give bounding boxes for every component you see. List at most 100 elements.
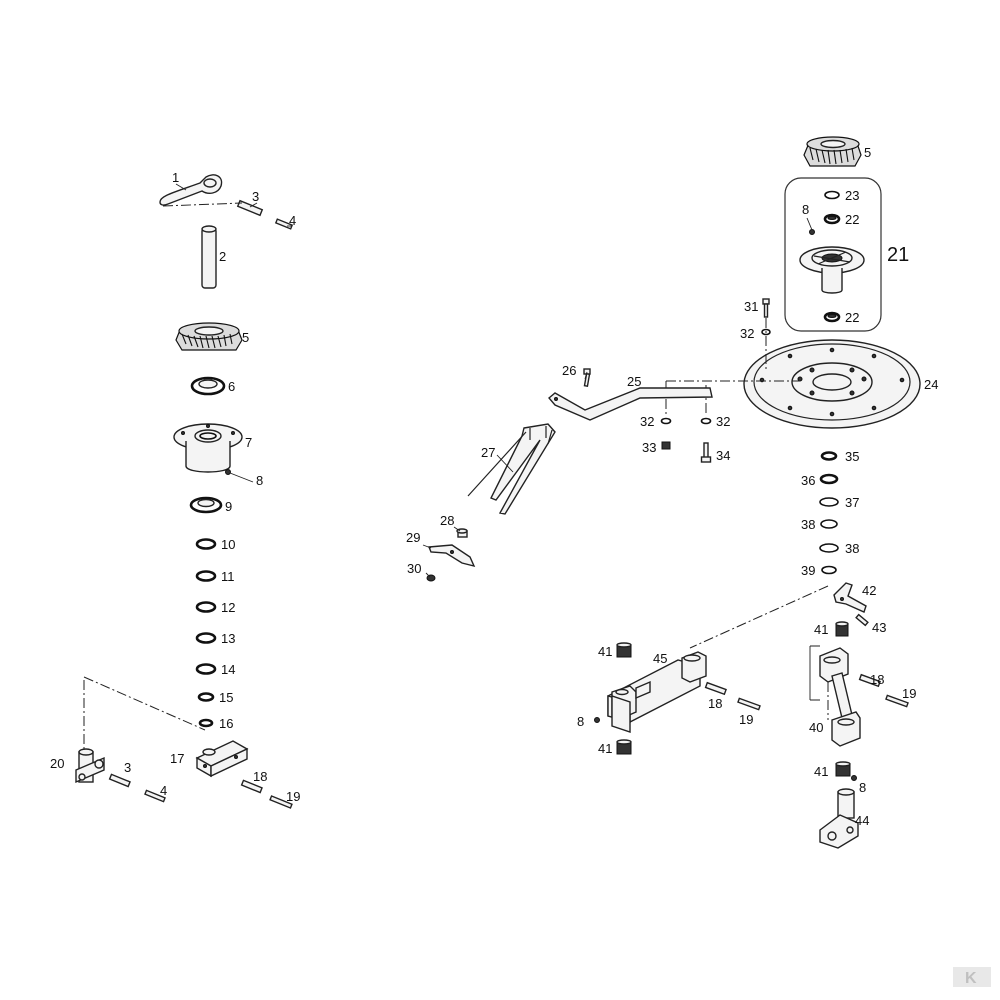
callout-1: 1	[172, 170, 179, 185]
part-9-bearing	[189, 496, 223, 514]
part-10-ring	[195, 538, 217, 550]
part-37-ring	[819, 497, 839, 507]
callout-44: 44	[855, 813, 869, 828]
part-14-ring	[195, 663, 217, 675]
part-32-washer-b	[660, 417, 672, 425]
callout-3-bottom: 3	[124, 760, 131, 775]
callout-23: 23	[845, 188, 859, 203]
part-26-bolt	[583, 368, 591, 387]
callout-5: 5	[242, 330, 249, 345]
part-20-yoke	[75, 748, 105, 784]
callout-38-a: 38	[801, 517, 815, 532]
part-43-pin	[855, 613, 869, 627]
callout-19-right: 19	[902, 686, 916, 701]
part-32-washer-a	[761, 328, 771, 336]
callout-16: 16	[219, 716, 233, 731]
callout-29: 29	[406, 530, 420, 545]
assembly-line-to-45	[689, 585, 829, 649]
callout-6: 6	[228, 379, 235, 394]
callout-18-mid: 18	[708, 696, 722, 711]
callout-14: 14	[221, 662, 235, 677]
part-27-tines	[467, 423, 556, 515]
part-45-beam	[607, 651, 707, 733]
part-1-crank-lever	[159, 174, 223, 206]
part-22-bearing-bottom	[823, 311, 841, 323]
part-5-bevel-gear-right	[803, 136, 862, 167]
part-8-grease-nipple-45	[594, 717, 600, 723]
callout-8: 8	[256, 473, 263, 488]
callout-22-bottom: 22	[845, 310, 859, 325]
part-11-ring	[195, 570, 217, 582]
part-41-bush-a	[835, 621, 849, 637]
part-41-bush-d	[835, 761, 851, 777]
part-21-hub	[799, 246, 865, 294]
callout-18-right: 18	[870, 672, 884, 687]
svg-text:K: K	[965, 970, 977, 987]
part-36-ring	[819, 473, 839, 485]
callout-37: 37	[845, 495, 859, 510]
callout-32-c: 32	[716, 414, 730, 429]
callout-19-mid: 19	[739, 712, 753, 727]
part-3-pin-bottom	[108, 773, 131, 788]
callout-20: 20	[50, 756, 64, 771]
callout-41-c: 41	[598, 741, 612, 756]
assembly-line-left-c	[162, 202, 243, 207]
callout-33: 33	[642, 440, 656, 455]
part-42-bracket	[833, 582, 867, 613]
part-4-pin-bottom	[144, 789, 166, 803]
part-41-bush-b	[616, 642, 632, 658]
part-22-bearing-top	[823, 213, 841, 225]
part-41-bush-c	[616, 739, 632, 755]
part-40-bracket-assembly	[809, 645, 861, 747]
part-12-ring	[195, 601, 217, 613]
part-33-nut	[661, 441, 671, 450]
callout-30: 30	[407, 561, 421, 576]
callout-10: 10	[221, 537, 235, 552]
callout-31: 31	[744, 299, 758, 314]
callout-15: 15	[219, 690, 233, 705]
callout-4-bottom: 4	[160, 783, 167, 798]
part-31-bolt	[762, 298, 770, 318]
callout-40: 40	[809, 720, 823, 735]
brand-logo: K	[953, 967, 991, 987]
callout-38-b: 38	[845, 541, 859, 556]
part-28-nut	[456, 528, 468, 538]
callout-8-45: 8	[577, 714, 584, 729]
callout-42: 42	[862, 583, 876, 598]
callout-34: 34	[716, 448, 730, 463]
callout-8-44: 8	[859, 780, 866, 795]
callout-7: 7	[245, 435, 252, 450]
part-17-block	[195, 740, 249, 778]
callout-13: 13	[221, 631, 235, 646]
part-38-ring-a	[820, 519, 838, 529]
callout-41-a: 41	[814, 622, 828, 637]
part-8-grease-nipple-left	[225, 469, 231, 475]
part-39-ring	[821, 565, 837, 575]
callout-32-b: 32	[640, 414, 654, 429]
callout-36: 36	[801, 473, 815, 488]
callout-39: 39	[801, 563, 815, 578]
part-16-ring	[198, 718, 214, 728]
callout-11: 11	[221, 569, 235, 584]
callout-28: 28	[440, 513, 454, 528]
part-7-housing	[173, 423, 243, 473]
callout-21: 21	[887, 244, 909, 266]
part-6-seal	[190, 376, 226, 396]
callout-26: 26	[562, 363, 576, 378]
part-34-bolt	[700, 442, 712, 463]
callout-35: 35	[845, 449, 859, 464]
part-5-bevel-gear-left	[175, 322, 243, 351]
part-29-clip	[427, 544, 476, 568]
right-assembly	[426, 136, 921, 849]
part-35-ring	[820, 451, 838, 461]
callout-2: 2	[219, 249, 226, 264]
callout-24: 24	[924, 377, 938, 392]
callout-18: 18	[253, 769, 267, 784]
group-21-box	[784, 177, 882, 332]
part-19-pin-left	[269, 795, 293, 809]
part-13-ring	[195, 632, 217, 644]
callout-labels: 1 2 3 4 5 6 7 8 9 10 11 12 13 14 15 16 1…	[50, 145, 938, 828]
part-18-pin-right	[858, 673, 881, 688]
part-8-grease-nipple-group	[809, 229, 815, 235]
